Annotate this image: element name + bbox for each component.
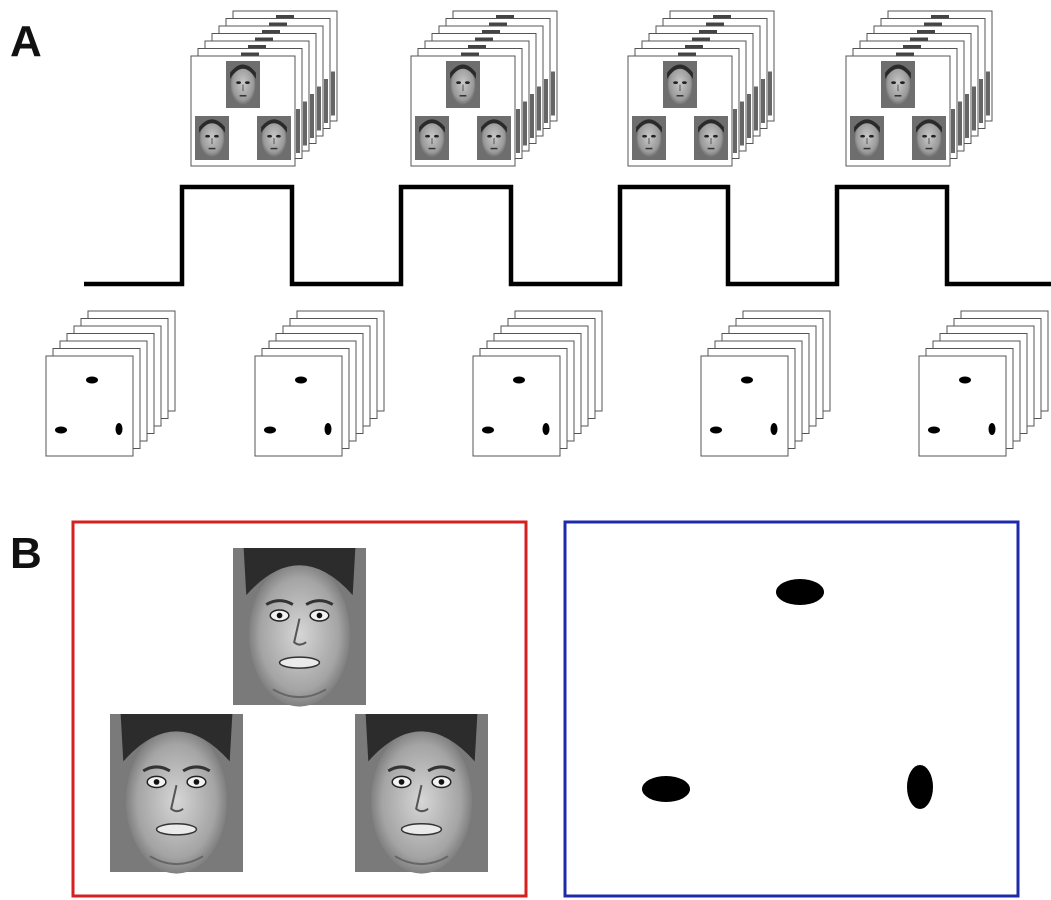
face-photo-right [355,714,488,874]
block-timeline [84,184,1051,287]
face-photo [257,116,291,160]
face-photo [415,116,449,160]
ellipse-shape-right [988,423,996,435]
face-photo [446,61,480,108]
face-block-stack [845,10,993,167]
shape-stimulus-example [642,579,933,809]
face-photo [632,116,666,160]
ellipse-shape-right [770,423,778,435]
face-photo [477,116,511,160]
ellipse-shape-top [86,376,98,384]
ellipse-shape-right [115,423,123,435]
face-block-stack [190,10,338,167]
face-photo [663,61,697,108]
panel-b [71,520,1020,898]
ellipse-shape-top [741,376,753,384]
face-stimulus-card [627,55,733,167]
face-stimulus-card [845,55,951,167]
face-photo [195,116,229,160]
face-photo [912,116,946,160]
shape-stimulus-card [254,355,343,457]
ellipse-shape-top [513,376,525,384]
ellipse-shape-top [295,376,307,384]
ellipse-shape-top [959,376,971,384]
shape-block-stack [918,310,1049,457]
ellipse-shape-left [928,426,940,434]
ellipse-shape-right [907,765,933,809]
face-photo [226,61,260,108]
face-stimulus-stacks [190,10,993,167]
face-photo [850,116,884,160]
face-photo-top [233,548,366,707]
ellipse-shape-left [55,426,67,434]
face-stimulus-example [110,548,488,874]
panel-label-a: A [10,17,42,66]
face-photo [881,61,915,108]
shape-stimulus-card [918,355,1007,457]
ellipse-shape-left [710,426,722,434]
shape-block-stack [472,310,603,457]
panel-label-b: B [10,529,42,578]
face-block-stack [410,10,558,167]
panel-a [45,10,1051,457]
ellipse-shape-top [776,579,824,605]
shape-stimulus-card [45,355,134,457]
shape-block-stack [45,310,176,457]
shape-stimulus-card [472,355,561,457]
face-stimulus-card [190,55,296,167]
ellipse-shape-right [324,423,332,435]
face-photo [694,116,728,160]
ellipse-shape-right [542,423,550,435]
ellipse-shape-left [482,426,494,434]
ellipse-shape-left [264,426,276,434]
shape-block-stack [700,310,831,457]
shape-stimulus-card [700,355,789,457]
shape-block-stack [254,310,385,457]
face-stimulus-card [410,55,516,167]
ellipse-shape-left [642,776,690,802]
shape-stimulus-frame [563,520,1020,898]
face-photo-left [110,714,243,874]
shape-stimulus-stacks [45,310,1049,457]
face-block-stack [627,10,775,167]
